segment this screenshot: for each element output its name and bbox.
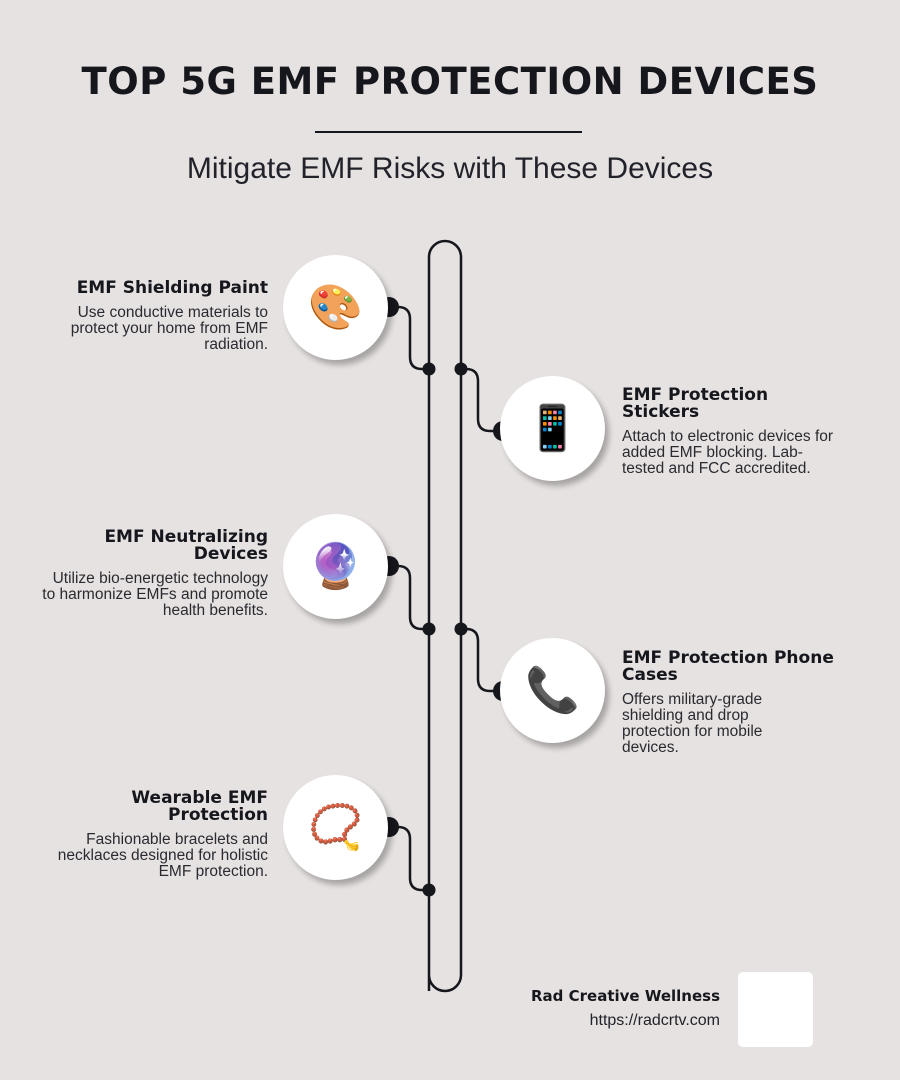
junction-dot-item-5 xyxy=(422,883,436,897)
junction-dot-item-1 xyxy=(422,362,436,376)
timeline-item-3-text: EMF Neutralizing Devices Utilize bio-ene… xyxy=(38,529,268,619)
artist-palette-icon: 🎨 xyxy=(308,282,363,332)
page-subtitle: Mitigate EMF Risks with These Devices xyxy=(186,152,714,185)
item-description: Fashionable bracelets and necklaces desi… xyxy=(57,831,268,880)
item-title: EMF Protection Phone Cases xyxy=(622,648,834,685)
item-description: Use conductive materials to protect your… xyxy=(70,304,268,353)
junction-dot-item-2 xyxy=(454,362,468,376)
connector-item-4 xyxy=(461,627,502,693)
item-description: Offers military-grade shielding and drop… xyxy=(622,691,763,756)
item-title: EMF Neutralizing Devices xyxy=(104,527,268,564)
timeline-item-2-text: EMF Protection Stickers Attach to electr… xyxy=(622,387,837,477)
item-title: EMF Shielding Paint xyxy=(76,278,268,298)
connector-item-5 xyxy=(388,825,429,892)
brand-name: Rad Creative Wellness xyxy=(531,987,720,1005)
timeline-item-1-bubble: 🎨 xyxy=(283,255,388,360)
brand-block: Rad Creative Wellness https://radcrtv.co… xyxy=(531,986,720,1031)
timeline-item-4-text: EMF Protection Phone Cases Offers milita… xyxy=(622,650,842,756)
connector-item-3 xyxy=(388,564,429,631)
item-title: EMF Protection Stickers xyxy=(622,385,769,422)
brand-url-link[interactable]: https://radcrtv.com xyxy=(589,1012,720,1029)
item-description: Attach to electronic devices for added E… xyxy=(622,428,834,477)
timeline-item-5-text: Wearable EMF Protection Fashionable brac… xyxy=(38,790,268,880)
page-title: TOP 5G EMF PROTECTION DEVICES xyxy=(81,60,819,103)
timeline-item-5-bubble: 📿 xyxy=(283,775,388,880)
telephone-receiver-icon: 📞 xyxy=(525,665,580,715)
timeline-item-4-bubble: 📞 xyxy=(500,638,605,743)
junction-dot-item-4 xyxy=(454,622,468,636)
timeline-item-1-text: EMF Shielding Paint Use conductive mater… xyxy=(38,280,268,353)
junction-dot-item-3 xyxy=(422,622,436,636)
item-description: Utilize bio-energetic technology to harm… xyxy=(42,570,268,619)
timeline-item-2-bubble: 📱 xyxy=(500,376,605,481)
crystal-ball-icon: 🔮 xyxy=(308,541,363,591)
title-divider xyxy=(315,131,582,133)
item-title: Wearable EMF Protection xyxy=(131,788,268,825)
timeline-item-3-bubble: 🔮 xyxy=(283,514,388,619)
prayer-beads-icon: 📿 xyxy=(308,802,363,852)
connector-item-1 xyxy=(388,305,429,371)
connector-item-2 xyxy=(461,367,502,433)
brand-logo-placeholder xyxy=(738,972,813,1047)
mobile-phone-icon: 📱 xyxy=(525,403,580,453)
timeline-track xyxy=(427,239,463,993)
